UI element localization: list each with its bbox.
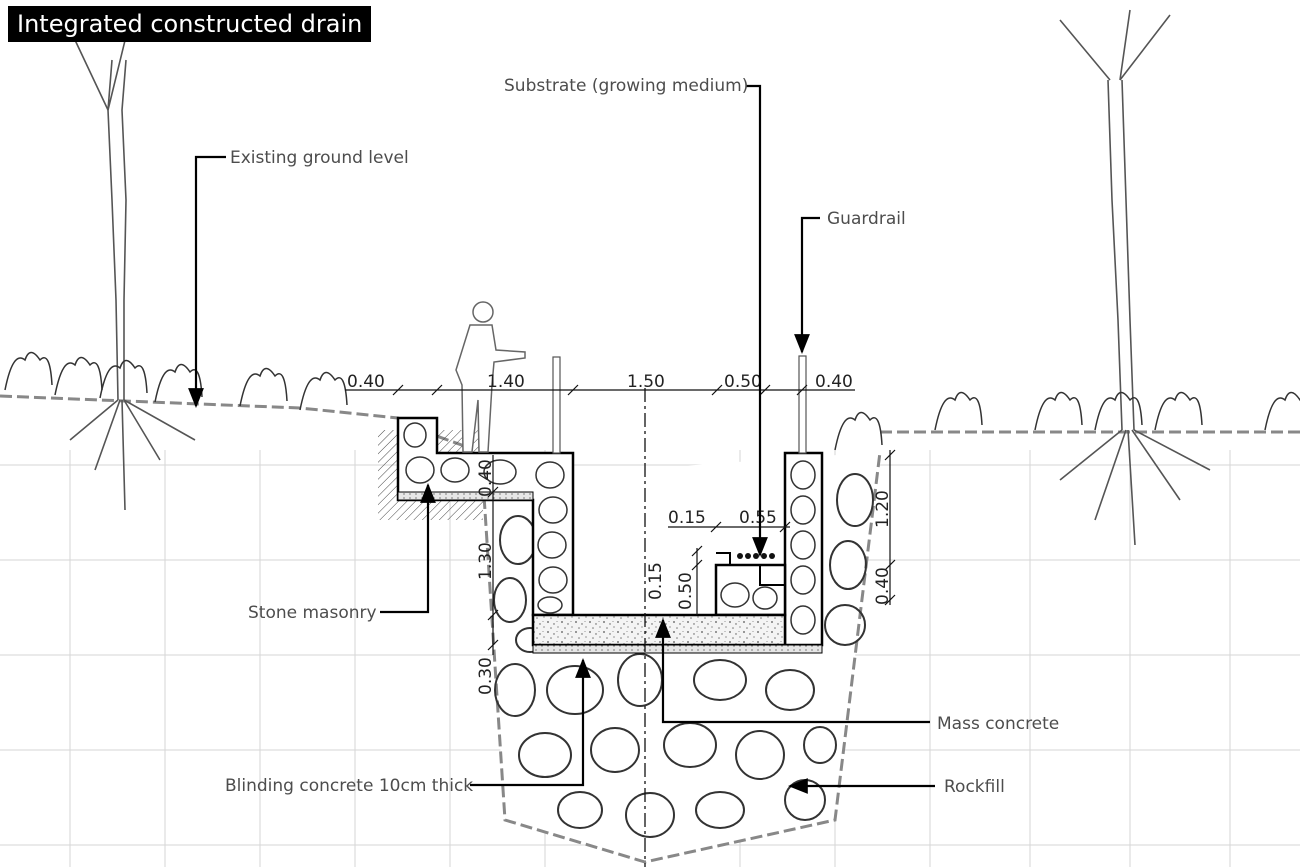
blinding-layer bbox=[532, 644, 823, 654]
dim-footing-left: 0.30 bbox=[476, 657, 496, 695]
dim-top-3: 1.50 bbox=[627, 372, 665, 392]
diagram-title: Integrated constructed drain bbox=[8, 6, 372, 42]
dim-top-4: 0.50 bbox=[724, 372, 762, 392]
guardrail-post-left bbox=[552, 356, 561, 454]
left-vertical-dimensions bbox=[487, 455, 499, 655]
tree-left-icon bbox=[69, 19, 196, 511]
label-substrate: Substrate (growing medium) bbox=[504, 76, 748, 96]
dim-wall-height-left: 1.30 bbox=[476, 542, 496, 580]
label-existing-ground: Existing ground level bbox=[230, 148, 409, 168]
label-mass-concrete: Mass concrete bbox=[937, 714, 1059, 734]
planter-dimensions bbox=[668, 521, 791, 615]
dim-planter-w1: 0.15 bbox=[668, 508, 706, 528]
dim-planter-h2: 0.50 bbox=[676, 572, 696, 610]
dim-planter-h1: 0.15 bbox=[646, 562, 666, 600]
shrubs-icon bbox=[4, 351, 1300, 451]
tree-right-icon bbox=[1059, 9, 1211, 546]
dim-step-height: 0.40 bbox=[476, 459, 496, 497]
dim-top-1: 0.40 bbox=[347, 372, 385, 392]
label-blinding: Blinding concrete 10cm thick bbox=[225, 776, 473, 796]
callout-leaders bbox=[188, 84, 935, 794]
top-dimension-line bbox=[345, 384, 855, 396]
dim-right-height: 1.20 bbox=[873, 490, 893, 528]
dim-planter-w2: 0.55 bbox=[739, 508, 777, 528]
label-rockfill: Rockfill bbox=[944, 777, 1005, 797]
dim-right-low: 0.40 bbox=[873, 567, 893, 605]
dim-top-5: 0.40 bbox=[815, 372, 853, 392]
mass-concrete-slab bbox=[531, 613, 787, 647]
person-silhouette-icon bbox=[455, 301, 526, 453]
right-vertical-dimensions bbox=[884, 449, 896, 606]
dim-top-2: 1.40 bbox=[487, 372, 525, 392]
label-guardrail: Guardrail bbox=[827, 209, 906, 229]
guardrail-post-right bbox=[798, 355, 807, 454]
label-stone-masonry: Stone masonry bbox=[248, 603, 377, 623]
